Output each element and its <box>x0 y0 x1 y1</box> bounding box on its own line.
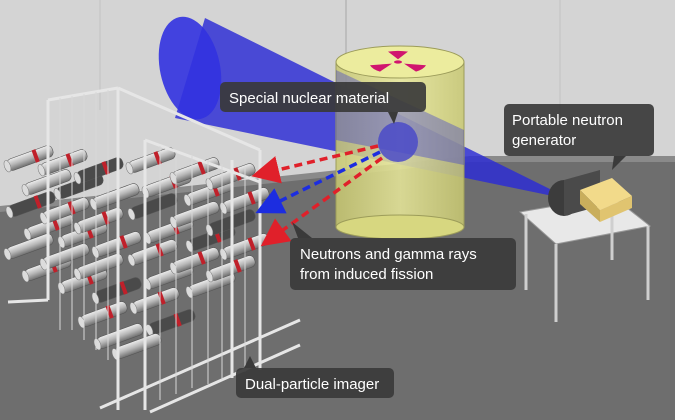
imager-wires <box>59 90 246 400</box>
fission-arrows <box>251 144 384 247</box>
callout-dual-particle-imager: Dual-particle imager <box>236 356 394 398</box>
label-dual-particle-imager: Dual-particle imager <box>245 376 379 393</box>
floor-edge <box>0 156 675 212</box>
detector-cylinder <box>127 193 178 221</box>
detector-cylinder <box>3 233 54 261</box>
detector-cylinder <box>73 253 124 281</box>
label-portable-neutron-generator-line2: generator <box>512 132 576 149</box>
imager-frame <box>7 86 301 414</box>
label-neutrons-gamma-line2: from induced fission <box>300 266 433 283</box>
detector-cylinder <box>39 243 90 271</box>
label-special-nuclear-material: Special nuclear material <box>229 90 389 107</box>
detector-cylinder <box>3 145 54 173</box>
generator-box <box>580 178 632 210</box>
gamma-arrow <box>255 150 381 214</box>
callout-special-nuclear-material: Special nuclear material <box>220 82 426 124</box>
neutron-arrow-lower <box>260 156 384 247</box>
material-container <box>335 45 465 240</box>
callout-neutrons-gamma: Neutrons and gamma rays from induced fis… <box>290 222 516 290</box>
special-nuclear-material-sphere <box>378 122 418 162</box>
callout-portable-neutron-generator: Portable neutron generator <box>504 104 654 170</box>
detector-cylinder <box>5 191 56 219</box>
neutron-arrow-upper <box>251 144 379 184</box>
label-portable-neutron-generator-line1: Portable neutron <box>512 112 623 129</box>
label-neutrons-gamma-line1: Neutrons and gamma rays <box>300 246 477 263</box>
detector-cylinder <box>185 271 236 299</box>
neutron-generator <box>548 170 632 222</box>
radiation-trefoil-icon <box>370 50 426 72</box>
